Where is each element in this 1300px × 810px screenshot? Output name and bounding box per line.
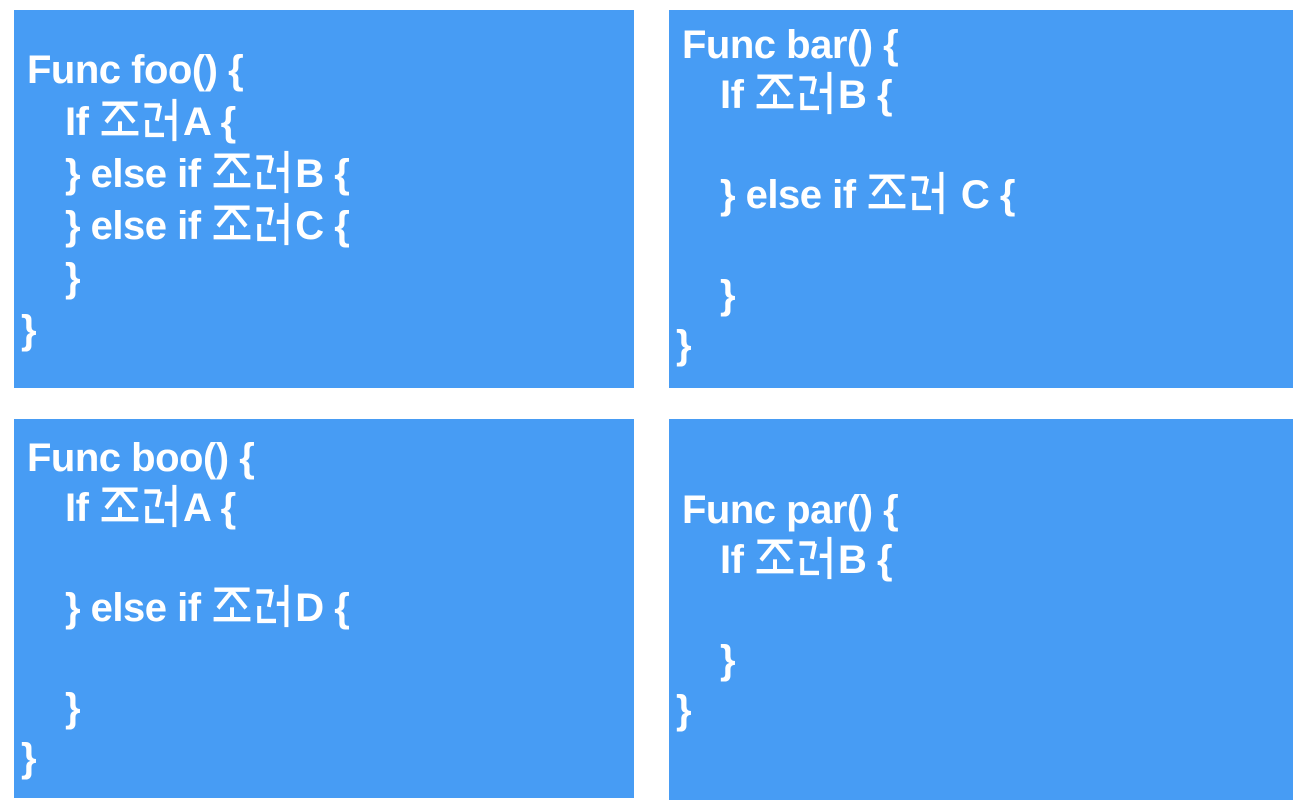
code-line	[14, 633, 634, 683]
hangul-geon-glyph	[256, 584, 289, 628]
hangul-jo-glyph	[756, 74, 794, 109]
code-line	[669, 220, 1293, 270]
code-line: }	[65, 256, 81, 300]
code-line: } else if D {	[65, 584, 350, 630]
hangul-geon-glyph	[911, 171, 944, 215]
hangul-geon-glyph	[799, 536, 832, 580]
code-block-bar: Func bar() {If B { } else if C { }}	[669, 10, 1293, 388]
code-line	[669, 120, 1293, 170]
code-line: If B {	[720, 536, 893, 582]
code-line: Func foo() {	[27, 48, 244, 92]
code-block-boo: Func boo() {If A { } else if D { }}	[14, 419, 634, 798]
hangul-jo-glyph	[101, 487, 139, 522]
code-line: If A {	[65, 484, 236, 530]
hangul-jo-glyph	[213, 153, 251, 188]
code-line: } else if B {	[65, 150, 350, 196]
code-line: Func bar() {	[682, 23, 899, 67]
code-line: } else if C {	[65, 202, 350, 248]
hangul-jo-glyph	[213, 205, 251, 240]
code-block-par: Func par() {If B { }}	[669, 419, 1293, 800]
code-block-foo: Func foo() { If A { } else if B { } else if…	[14, 10, 634, 388]
code-line: Func boo() {	[27, 436, 255, 480]
hangul-jo-glyph	[868, 174, 906, 209]
code-line: }	[65, 686, 81, 730]
hangul-geon-glyph	[256, 150, 289, 194]
code-line: }	[720, 273, 736, 317]
hangul-jo-glyph	[213, 587, 251, 622]
code-line: }	[21, 736, 37, 780]
hangul-jo-glyph	[101, 101, 139, 136]
code-line	[669, 585, 1293, 635]
code-line: If A {	[65, 98, 236, 144]
hangul-geon-glyph	[256, 202, 289, 246]
code-line: }	[676, 688, 692, 732]
code-line: }	[676, 323, 692, 367]
code-line: Func par() {	[682, 488, 899, 532]
code-line: }	[720, 638, 736, 682]
hangul-geon-glyph	[144, 484, 177, 528]
code-line: If B {	[720, 71, 893, 117]
hangul-geon-glyph	[144, 98, 177, 142]
code-line	[14, 533, 634, 583]
code-line: } else if C {	[720, 171, 1015, 217]
code-line: }	[21, 308, 37, 352]
hangul-geon-glyph	[799, 71, 832, 115]
hangul-jo-glyph	[756, 539, 794, 574]
